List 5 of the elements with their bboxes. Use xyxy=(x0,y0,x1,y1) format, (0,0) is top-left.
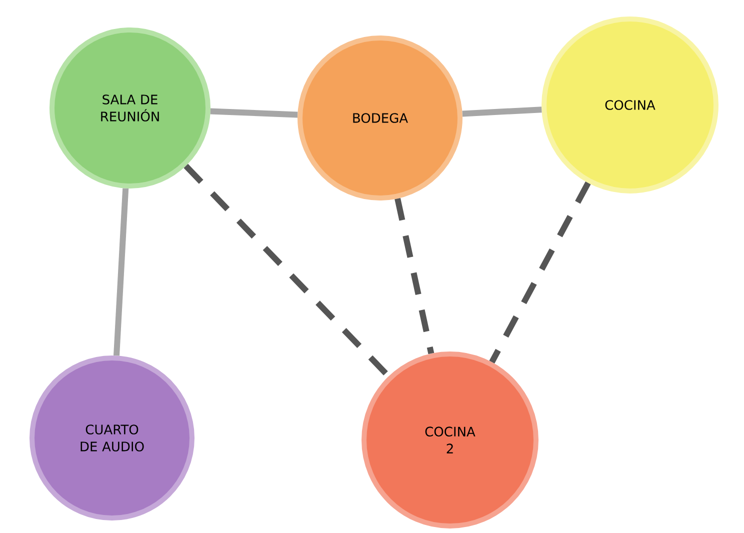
connector-line xyxy=(489,182,591,364)
connector-line xyxy=(394,198,434,354)
connector-line xyxy=(114,188,129,356)
connector-line xyxy=(210,108,298,118)
connector-line xyxy=(462,106,542,117)
